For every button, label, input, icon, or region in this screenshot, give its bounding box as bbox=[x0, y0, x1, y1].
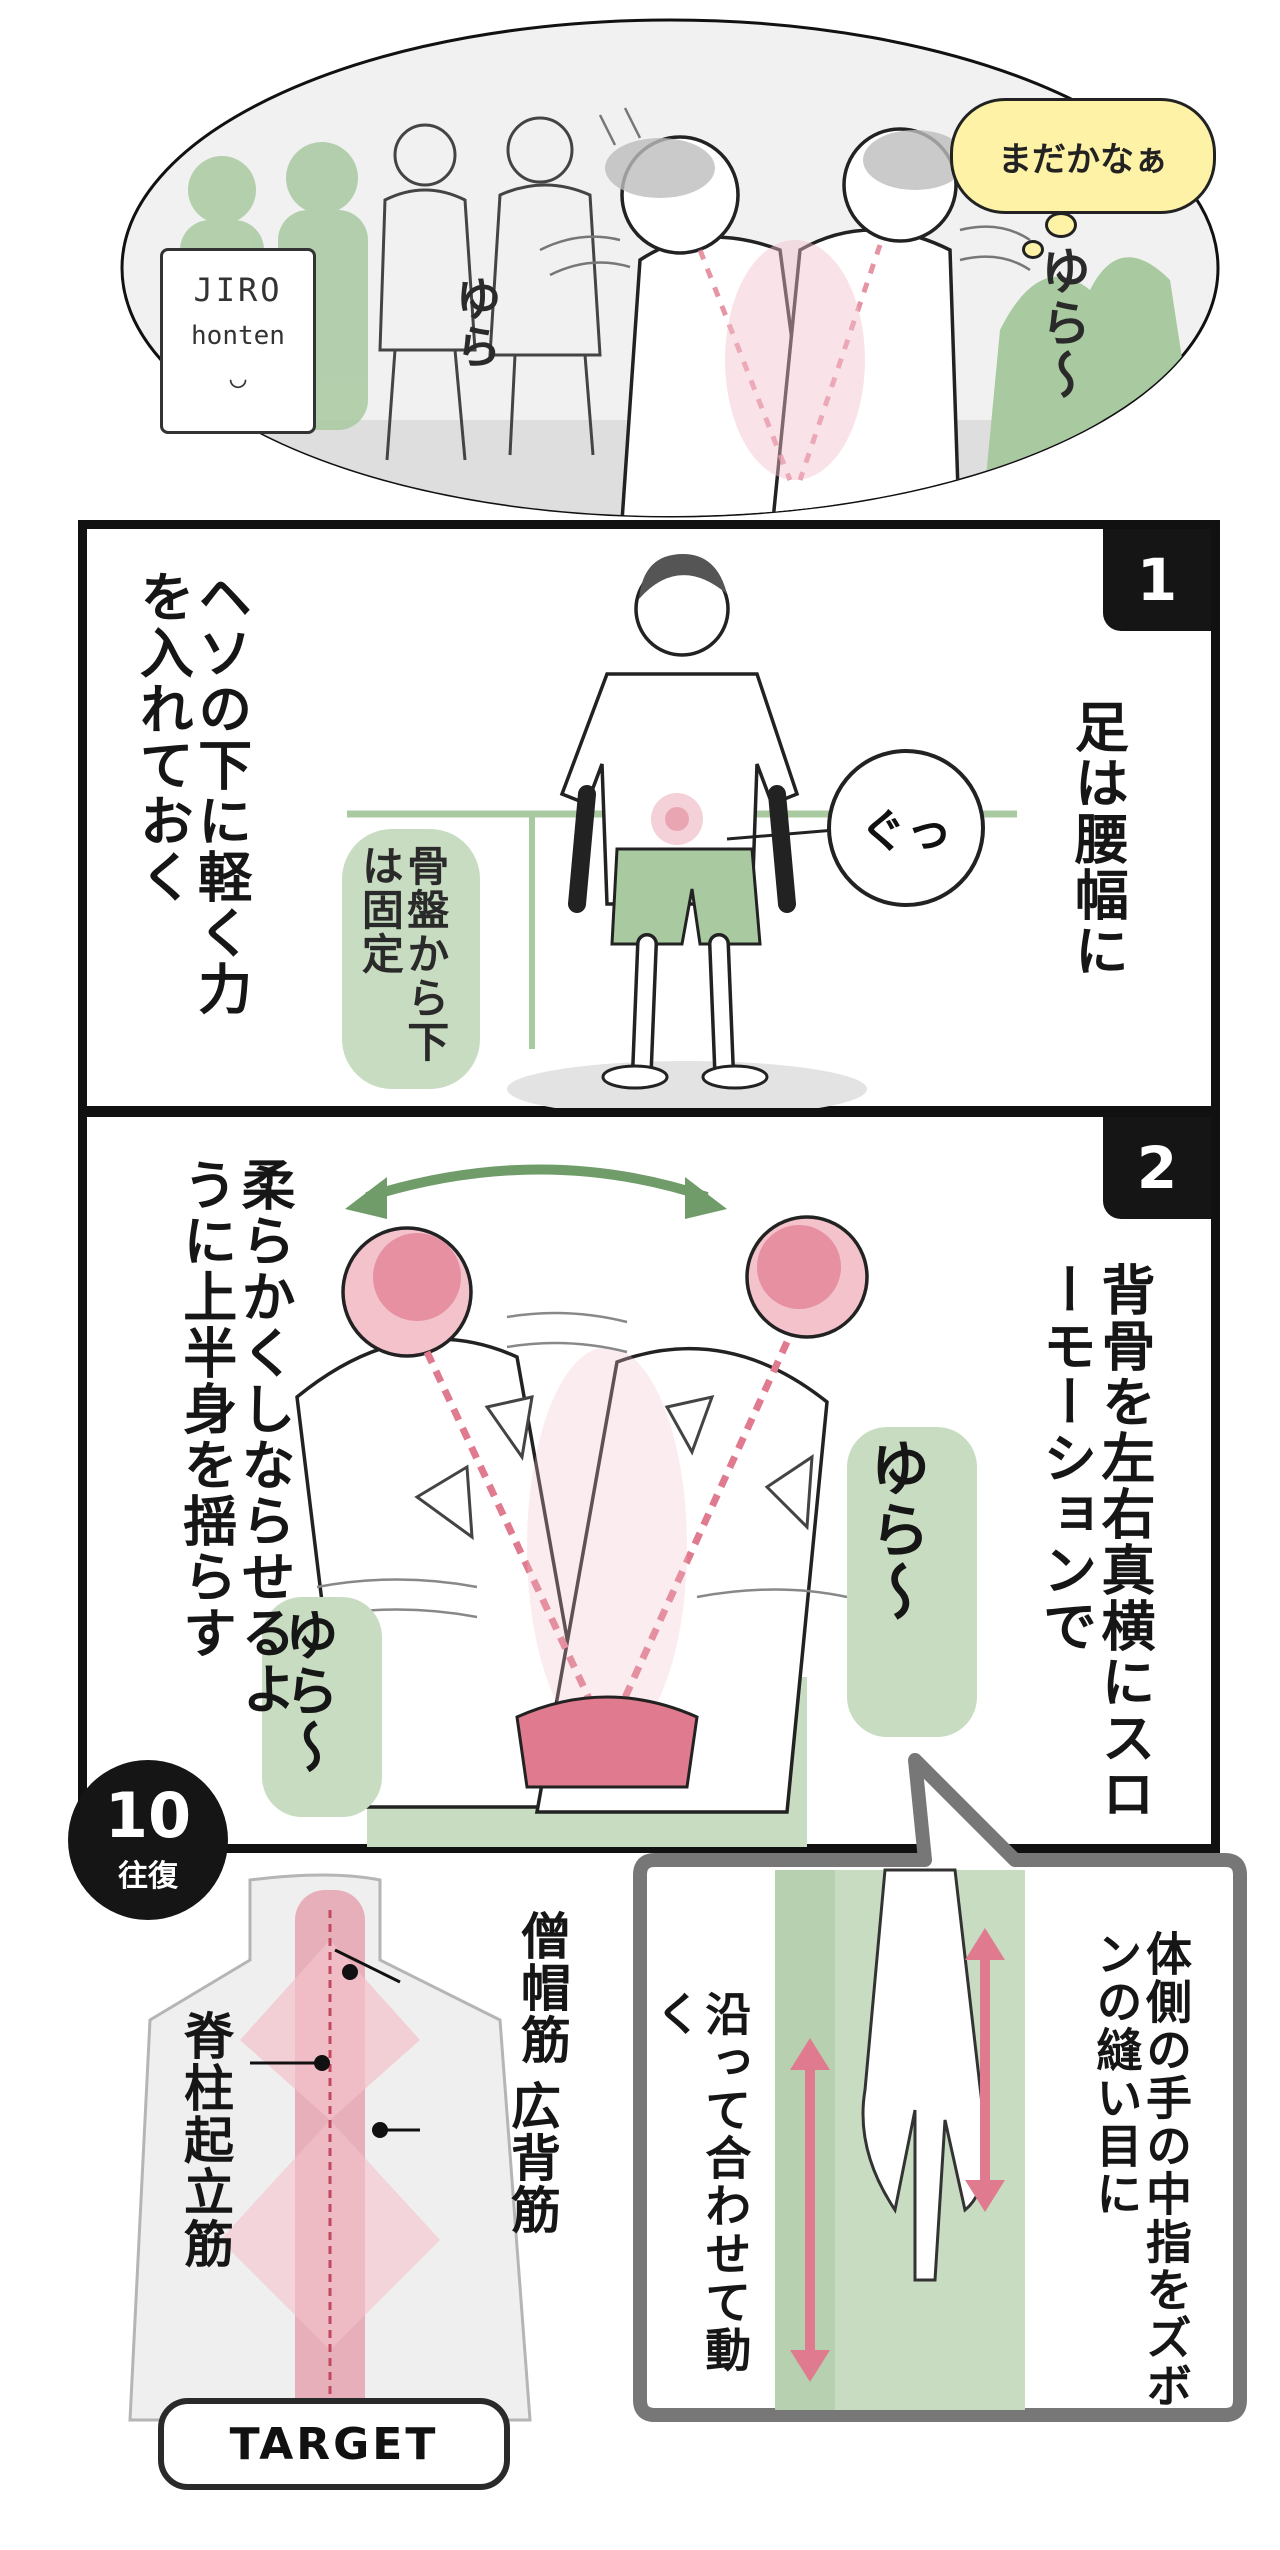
scene-sway-right: ゆら〜 bbox=[1033, 245, 1091, 401]
back-muscles-illustration bbox=[128, 1873, 532, 2450]
reps-count: 10 bbox=[104, 1779, 192, 1852]
step1-panel: 1 ぐっ 骨盤から下は固定 足は腰幅に ヘソの下に軽く力を入れておく bbox=[78, 520, 1220, 1117]
thought-dot-1 bbox=[1045, 212, 1077, 238]
step1-figure bbox=[347, 554, 1017, 1117]
target-label-box: TARGET bbox=[158, 2398, 510, 2490]
step1-pelvis-note-text: 骨盤から下は固定 bbox=[355, 844, 450, 1064]
step2-sway-left: ゆら〜 bbox=[275, 1607, 339, 1775]
step2-sway-right-bg bbox=[847, 1427, 977, 1737]
muscle-erector: 脊柱起立筋 bbox=[176, 2010, 234, 2270]
step2-number: 2 bbox=[1103, 1117, 1211, 1219]
top-scene-illustration bbox=[120, 18, 1220, 518]
step2-panel: 2 ゆら〜 bbox=[78, 1108, 1220, 1853]
detail-text-left: 沿って合わせて動く bbox=[648, 1990, 753, 2374]
shop-sign: JIRO honten ◡ bbox=[160, 248, 316, 434]
muscle-lats: 広背筋 bbox=[503, 2080, 561, 2236]
step1-speech-text: ぐっ bbox=[860, 804, 952, 858]
step2-text-left: 柔らかくしならせるように上半身を揺らす bbox=[173, 1157, 295, 1717]
step1-text-left: ヘソの下に軽く力を入れておく bbox=[130, 569, 252, 1017]
ramen-bowl-icon: ◡ bbox=[229, 361, 247, 394]
target-label: TARGET bbox=[229, 2418, 439, 2470]
reps-badge: 10 往復 bbox=[68, 1760, 228, 1920]
sign-line2: honten bbox=[191, 321, 285, 351]
step1-pelvis-note-text-wrap: 骨盤から下は固定 bbox=[355, 844, 450, 1084]
step2-sway-right: ゆら〜 bbox=[859, 1437, 930, 1623]
thought-text: まだかなぁ bbox=[998, 139, 1168, 180]
scene-sway-left: ゆら bbox=[448, 275, 503, 371]
muscle-trapezius: 僧帽筋 bbox=[513, 1910, 571, 2066]
step2-text-right: 背骨を左右真横にスローモーションで bbox=[1033, 1262, 1155, 1822]
thought-bubble: まだかなぁ bbox=[950, 98, 1216, 214]
step1-text-right: 足は腰幅に bbox=[1065, 699, 1129, 979]
detail-bubble bbox=[633, 1753, 1247, 2422]
step1-number: 1 bbox=[1103, 529, 1211, 631]
top-scene: JIRO honten ◡ ゆら ゆら〜 まだかなぁ bbox=[0, 0, 1280, 520]
step2-sway-left-bg bbox=[262, 1597, 382, 1817]
step1-speech-bubble: ぐっ bbox=[827, 749, 985, 907]
sign-line1: JIRO bbox=[193, 271, 283, 309]
reps-unit: 往復 bbox=[118, 1859, 178, 1894]
thought-dot-2 bbox=[1022, 240, 1044, 259]
detail-text-right: 体側の手の中指をズボンの縫い目に bbox=[1089, 1930, 1193, 2410]
step1-pelvis-note bbox=[342, 829, 480, 1089]
target-panel bbox=[100, 1873, 570, 2460]
